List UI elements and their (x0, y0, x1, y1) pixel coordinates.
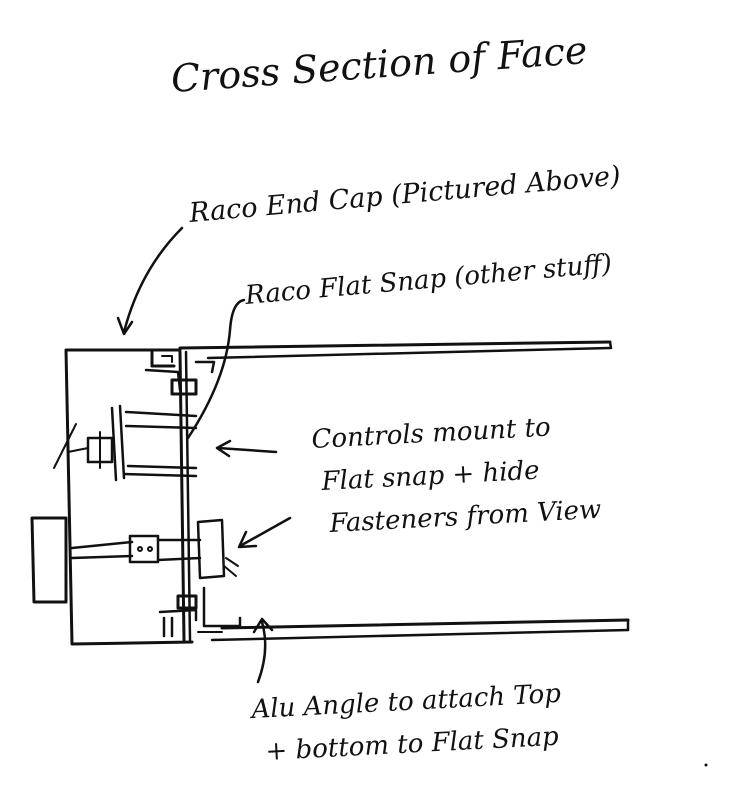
title: Cross Section of Face (170, 28, 589, 101)
label-angle-line2: + bottom to Flat Snap (265, 722, 560, 767)
end-cap-enclosure (64, 348, 194, 646)
label-controls-line1: Controls mount to (311, 413, 552, 455)
label-end-cap: Raco End Cap (Pictured Above) (187, 160, 622, 229)
top-rail (178, 340, 613, 360)
label-controls-line3: Fasteners from View (328, 495, 602, 539)
upper-control-assembly (53, 404, 198, 482)
controls-arrow-2-head (237, 530, 258, 549)
end-cap-arrow-head (116, 316, 134, 336)
bottom-alu-angle (158, 586, 242, 638)
label-controls-line2: Flat snap + hide (320, 456, 540, 497)
label-flat-snap: Raco Flat Snap (other stuff) (243, 249, 613, 311)
bottom-rail (210, 618, 630, 642)
controls-arrow-2-shaft (238, 516, 292, 548)
flat-snap-leader (186, 298, 246, 440)
lower-switch-assembly (30, 516, 239, 604)
angle-arrow-shaft (256, 620, 267, 684)
label-angle-line1: Alu Angle to attach Top (249, 679, 562, 725)
top-alu-angle (144, 350, 216, 396)
stray-mark (704, 763, 708, 767)
end-cap-arrow-shaft (122, 226, 184, 334)
flat-snap-plate (178, 350, 192, 642)
controls-arrow-1-head (215, 439, 232, 458)
controls-arrow-1-shaft (216, 446, 278, 454)
